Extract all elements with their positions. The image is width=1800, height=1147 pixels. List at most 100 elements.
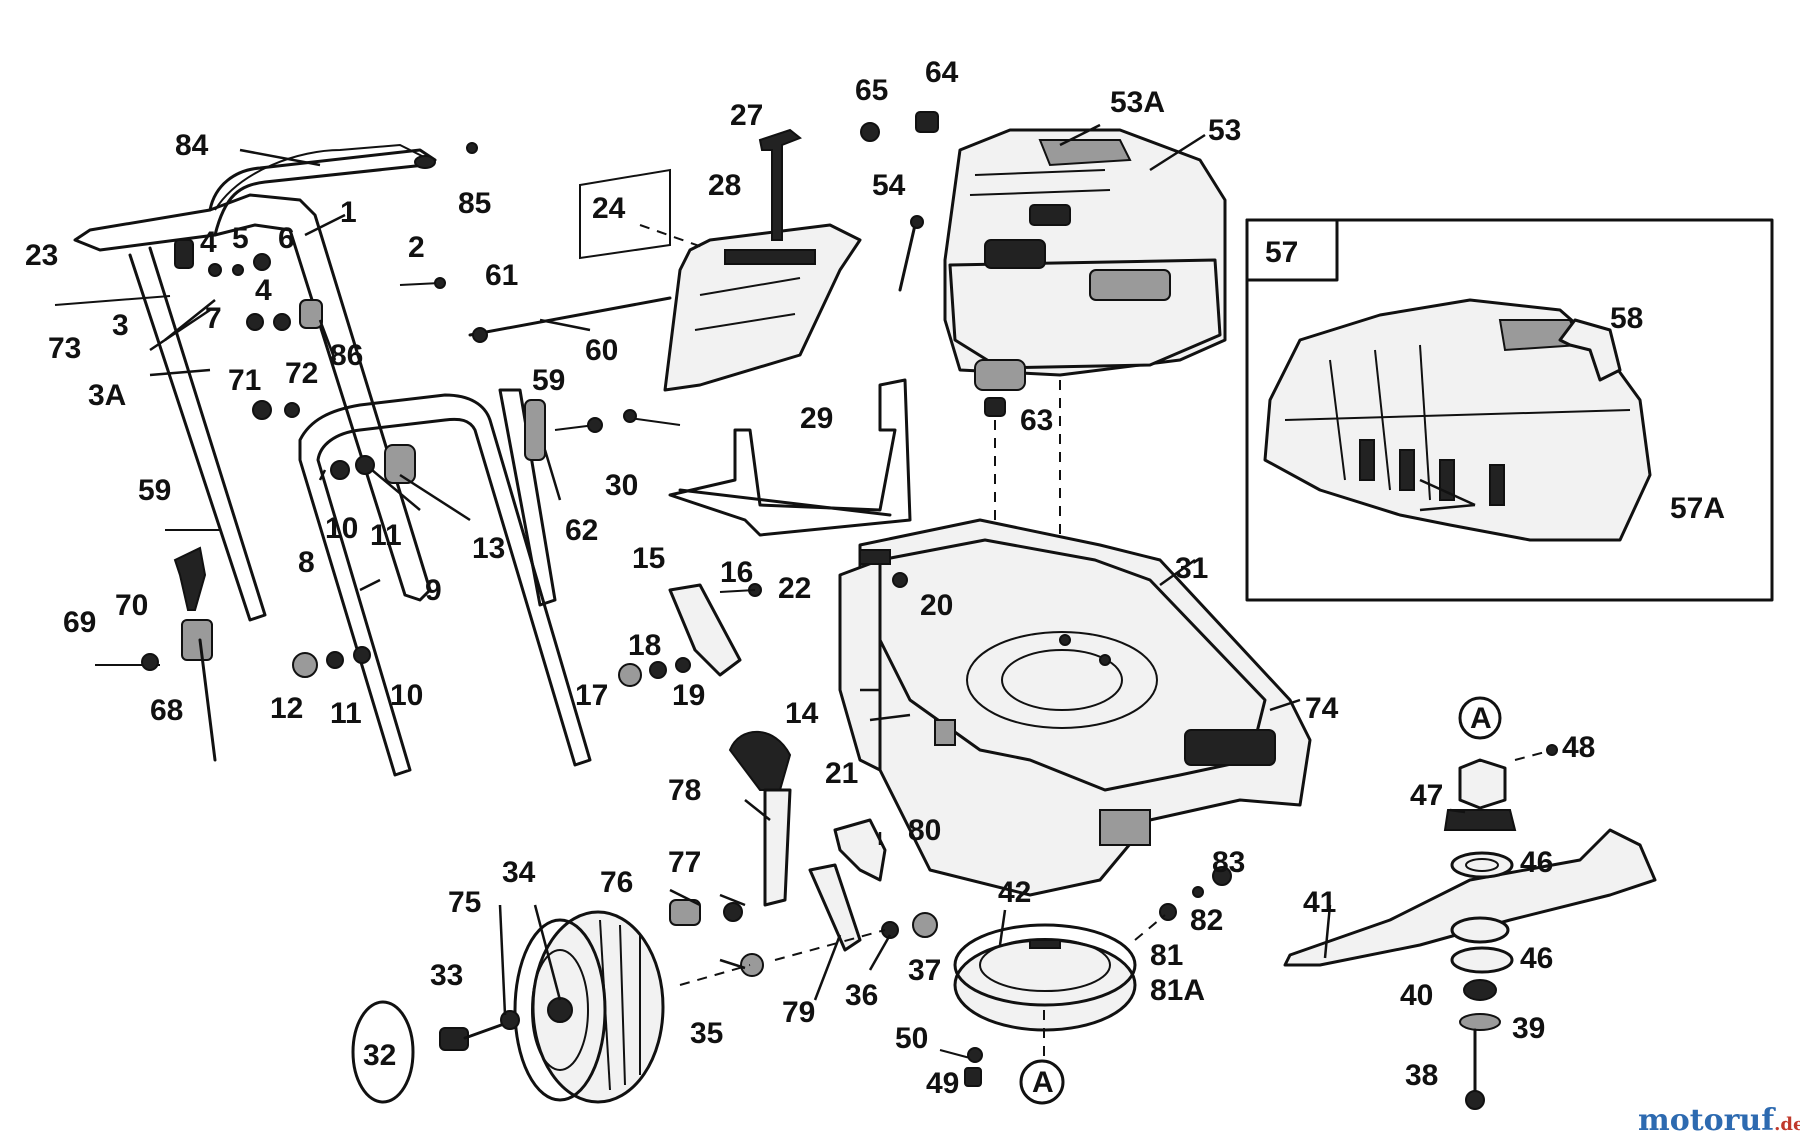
callout: 59 xyxy=(138,474,171,507)
callout: 63 xyxy=(1020,404,1053,437)
callout: 71 xyxy=(228,364,261,397)
callout: 74 xyxy=(1305,692,1339,725)
callout: 10 xyxy=(325,512,358,545)
callout: 29 xyxy=(800,402,833,435)
adjuster-15 xyxy=(618,583,762,687)
callout: 15 xyxy=(632,542,665,575)
callout: 32 xyxy=(363,1039,396,1072)
callout: 13 xyxy=(472,532,505,565)
callout: 21 xyxy=(825,757,858,790)
baffle-42 xyxy=(939,923,1137,1087)
wheel-34 xyxy=(351,910,665,1104)
callout: 70 xyxy=(115,589,148,622)
callout: 78 xyxy=(668,774,701,807)
label-plate-24 xyxy=(579,168,706,260)
callout: 35 xyxy=(690,1017,723,1050)
callout: 75 xyxy=(448,886,481,919)
callout: 47 xyxy=(1410,779,1443,812)
callout: 64 xyxy=(925,56,959,89)
callout: 20 xyxy=(920,589,953,622)
callout: 61 xyxy=(485,259,518,292)
callout: 42 xyxy=(998,876,1031,909)
callout: 39 xyxy=(1512,1012,1545,1045)
callout: 34 xyxy=(502,856,536,889)
callout: 31 xyxy=(1175,552,1208,585)
callout: 17 xyxy=(575,679,608,712)
circled-a-markers xyxy=(1019,696,1502,1105)
callout: 33 xyxy=(430,959,463,992)
callout: 1 xyxy=(340,196,357,229)
lower-handle xyxy=(298,393,592,777)
callout: 83 xyxy=(1212,846,1245,879)
callout: 28 xyxy=(708,169,741,202)
callout: 53 xyxy=(1208,114,1241,147)
callout: 4 xyxy=(255,274,272,307)
watermark-brand: motoruf xyxy=(1638,1103,1776,1138)
bolts-81-83 xyxy=(1134,866,1232,941)
callout: 23 xyxy=(25,239,58,272)
callout: 5 xyxy=(232,222,249,255)
callout: 82 xyxy=(1190,904,1223,937)
callout: 37 xyxy=(908,954,941,987)
callout: 79 xyxy=(782,996,815,1029)
callout: 3 xyxy=(112,309,129,342)
inset-grass-bag-57: 57 xyxy=(1245,218,1774,602)
callout: 77 xyxy=(668,846,701,879)
callout: 38 xyxy=(1405,1059,1438,1092)
callout: 60 xyxy=(585,334,618,367)
callout: 84 xyxy=(175,129,209,162)
callout: 73 xyxy=(48,332,81,365)
inset-label: 57 xyxy=(1265,236,1298,269)
callout: 58 xyxy=(1610,302,1643,335)
rear-axle-parts xyxy=(669,730,938,986)
callout: 24 xyxy=(592,192,626,225)
callout: 11 xyxy=(330,697,362,730)
callout: 68 xyxy=(150,694,183,727)
callout: 59 xyxy=(532,364,565,397)
callout: 30 xyxy=(605,469,638,502)
callout: 54 xyxy=(872,169,906,202)
callout: 4 xyxy=(200,226,217,259)
callout: 12 xyxy=(270,692,303,725)
callout: 48 xyxy=(1562,731,1595,764)
callout: 81 xyxy=(1150,939,1183,972)
callout: 6 xyxy=(278,222,295,255)
catcher-frame-29 xyxy=(623,378,912,537)
callout: 46 xyxy=(1520,942,1553,975)
throttle-lever xyxy=(95,546,217,762)
callout: 85 xyxy=(458,187,491,220)
blade-41 xyxy=(1283,828,1657,967)
callout: A xyxy=(1470,702,1492,735)
callout: 76 xyxy=(600,866,633,899)
callout: 14 xyxy=(785,697,819,730)
handle-hardware xyxy=(54,239,446,678)
callout: 69 xyxy=(63,606,96,639)
callout: 46 xyxy=(1520,846,1553,879)
callout: 81A xyxy=(1150,974,1205,1007)
callout: 80 xyxy=(908,814,941,847)
callout: 3A xyxy=(88,379,126,412)
callout: 27 xyxy=(730,99,763,132)
callout: 2 xyxy=(408,231,425,264)
callout-labels: 84 85 1 2 23 4 5 6 73 3 4 7 3A 71 72 86 … xyxy=(25,56,1725,1100)
callout: 65 xyxy=(855,74,888,107)
callout: 7 xyxy=(205,302,222,335)
callout: 36 xyxy=(845,979,878,1012)
blade-adapter-47 xyxy=(1443,744,1558,1110)
cable-60 xyxy=(468,296,672,607)
engine-53 xyxy=(943,128,1227,391)
watermark-suffix: .de xyxy=(1774,1114,1800,1135)
callout: 8 xyxy=(298,546,315,579)
callout: 53A xyxy=(1110,86,1165,119)
callout: 41 xyxy=(1303,886,1336,919)
callout: 72 xyxy=(285,357,318,390)
mower-deck-31 xyxy=(838,518,1312,897)
callout: 16 xyxy=(720,556,753,589)
leader-lines xyxy=(149,123,1476,1016)
callout: 62 xyxy=(565,514,598,547)
callout: 19 xyxy=(672,679,705,712)
callout: 10 xyxy=(390,679,423,712)
callout: 18 xyxy=(628,629,661,662)
callout: 49 xyxy=(926,1067,959,1100)
callout: 22 xyxy=(778,572,811,605)
